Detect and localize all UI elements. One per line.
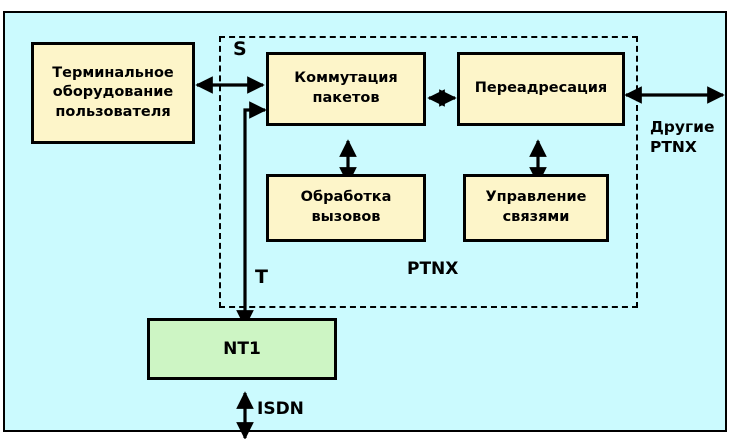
diagram-frame: Терминальное оборудование пользователя К… — [3, 11, 727, 439]
label-t-interface: T — [255, 266, 268, 288]
box-call-forwarding-label: Переадресация — [474, 80, 608, 97]
box-packet-switching[interactable]: Коммутация пакетов — [266, 52, 426, 126]
box-nt1-label: NT1 — [223, 338, 261, 359]
box-nt1[interactable]: NT1 — [147, 318, 337, 380]
label-s-interface: S — [233, 38, 247, 60]
box-terminal-equipment[interactable]: Терминальное оборудование пользователя — [31, 42, 195, 144]
label-other-ptnx: Другие PTNX — [650, 118, 715, 157]
label-isdn: ISDN — [257, 399, 304, 419]
box-call-processing[interactable]: Обработка вызовов — [266, 174, 426, 242]
label-ptnx-region: PTNX — [407, 259, 459, 279]
box-call-processing-label: Обработка вызовов — [300, 189, 392, 225]
box-link-management-label: Управление связями — [485, 189, 587, 225]
box-terminal-equipment-label: Терминальное оборудование пользователя — [52, 64, 174, 120]
box-call-forwarding[interactable]: Переадресация — [457, 52, 625, 126]
box-link-management[interactable]: Управление связями — [463, 174, 609, 242]
box-packet-switching-label: Коммутация пакетов — [294, 70, 398, 106]
ptnx-boundary-region — [219, 36, 638, 308]
